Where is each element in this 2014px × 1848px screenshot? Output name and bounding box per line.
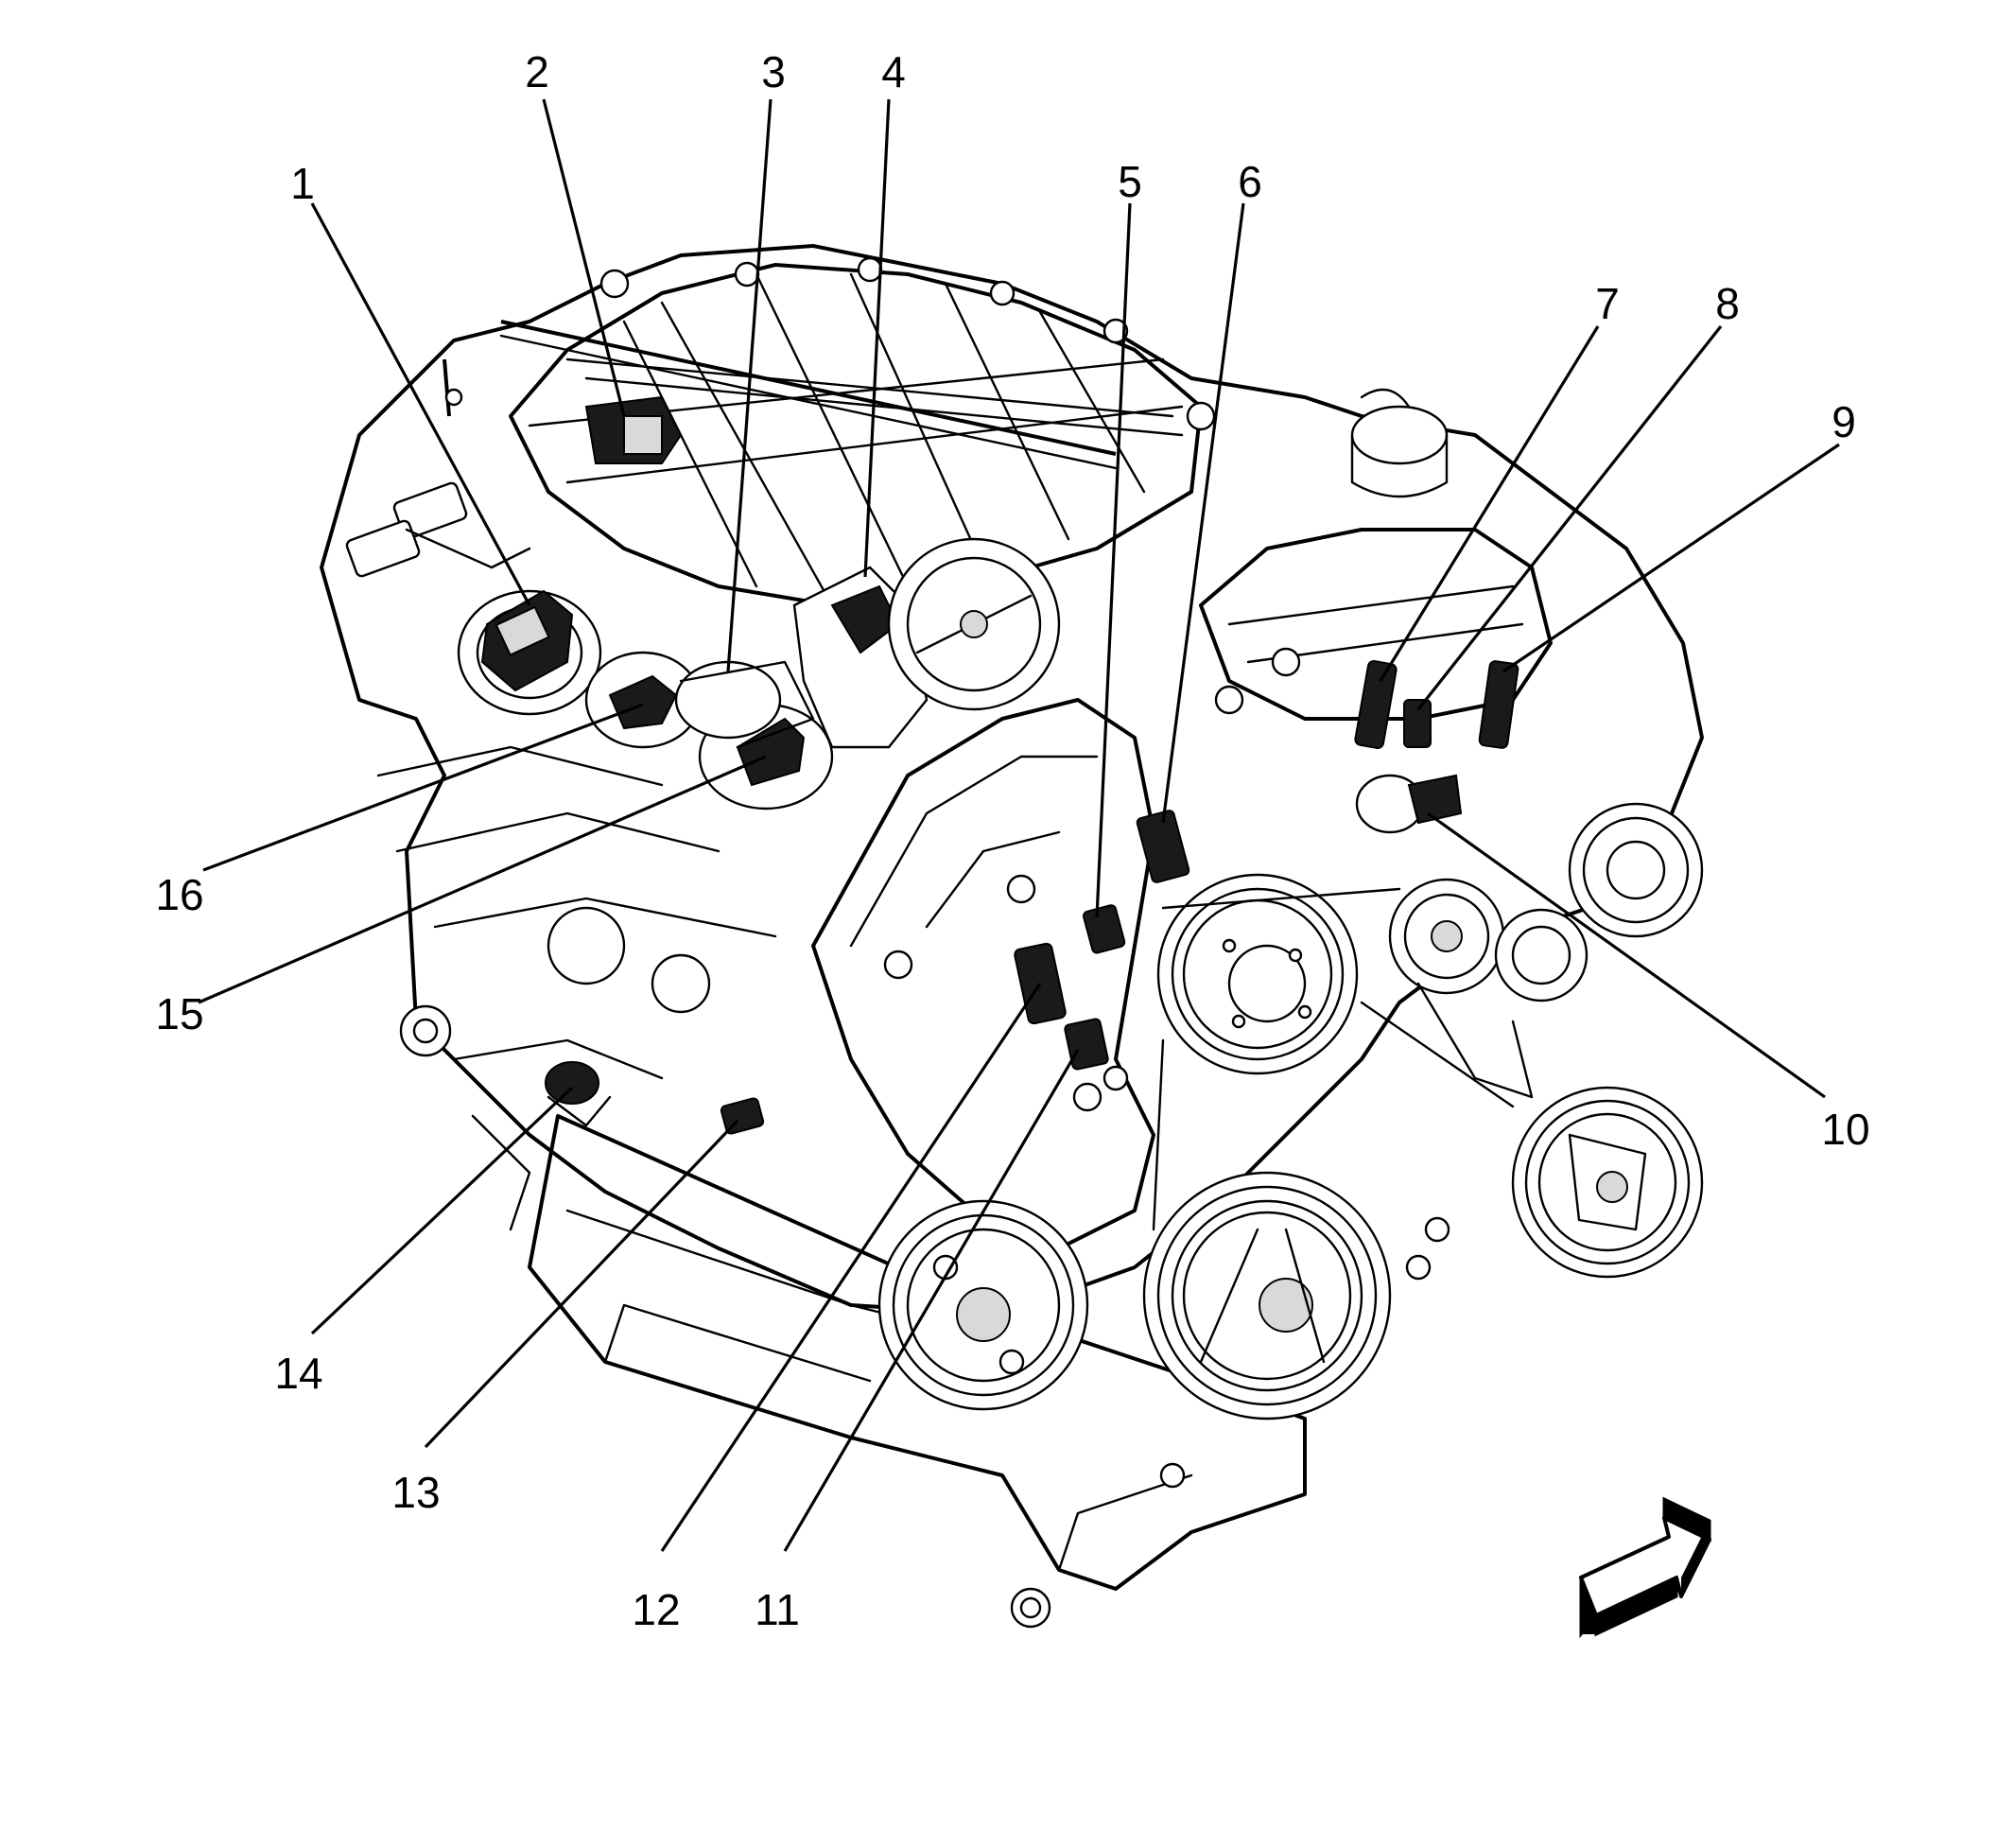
callout-13: 13 (391, 1468, 440, 1517)
leader-16 (202, 703, 644, 872)
leader-14 (310, 1086, 574, 1335)
leader-2 (542, 98, 626, 417)
oil-filler-cap (1350, 388, 1449, 498)
pulley-crankshaft (1142, 1171, 1392, 1421)
component-1-actuator (457, 589, 602, 716)
callout-1: 1 (290, 159, 315, 208)
leader-3 (726, 98, 773, 672)
leader-8 (1416, 325, 1723, 710)
component-6-sensor (1136, 810, 1190, 883)
callout-16: 16 (155, 870, 203, 919)
leader-1 (310, 202, 531, 606)
component-14-sensor (545, 1061, 612, 1127)
callout-2: 2 (525, 47, 549, 96)
pulley-power-steering (877, 1199, 1089, 1411)
callout-9: 9 (1832, 397, 1856, 446)
callout-leaders (198, 98, 1840, 1552)
component-2-sensor (584, 395, 683, 464)
callout-10: 10 (1821, 1105, 1869, 1154)
leader-6 (1161, 202, 1245, 824)
leader-5 (1095, 202, 1132, 918)
component-13-sensor (720, 1097, 765, 1135)
timing-cover (811, 698, 1155, 1250)
callout-6: 6 (1238, 157, 1262, 206)
callout-11: 11 (755, 1585, 800, 1634)
callout-15: 15 (155, 989, 203, 1038)
engine-illustration (320, 244, 1704, 1629)
callout-7: 7 (1595, 279, 1620, 328)
leader-13 (424, 1119, 739, 1449)
view-direction-arrow-icon (1579, 1496, 1711, 1639)
leader-12 (660, 983, 1042, 1552)
callout-3: 3 (761, 47, 786, 96)
leader-9 (1502, 443, 1840, 673)
callout-8: 8 (1715, 279, 1740, 328)
engine-block (320, 244, 1704, 1316)
leader-7 (1379, 325, 1600, 682)
intake-manifold (509, 263, 1203, 607)
component-4-throttle-body (792, 537, 1061, 749)
component-5-sensor (1083, 904, 1126, 954)
leader-4 (863, 98, 891, 578)
pulley-tensioner (1388, 878, 1589, 1099)
callout-12: 12 (632, 1585, 680, 1634)
pulley-alternator (1568, 802, 1704, 938)
callout-5: 5 (1118, 157, 1142, 206)
callout-4: 4 (881, 47, 906, 96)
component-11-sensor (1064, 1018, 1109, 1071)
leader-11 (783, 1049, 1080, 1552)
pulley-ac-compressor (1511, 1086, 1704, 1279)
valve-cover-right (1199, 528, 1553, 721)
component-7-sensor (1354, 660, 1398, 749)
component-9-sensor (1478, 660, 1519, 749)
component-10-sensor (1355, 774, 1463, 834)
pulley-water-pump (1156, 873, 1359, 1075)
component-8-sensor (1403, 699, 1432, 748)
leader-15 (198, 755, 767, 1004)
callout-14: 14 (274, 1349, 322, 1398)
callout-labels: 1 2 3 4 5 6 7 8 9 10 11 12 13 14 15 16 (155, 47, 1869, 1634)
leader-10 (1427, 811, 1826, 1099)
